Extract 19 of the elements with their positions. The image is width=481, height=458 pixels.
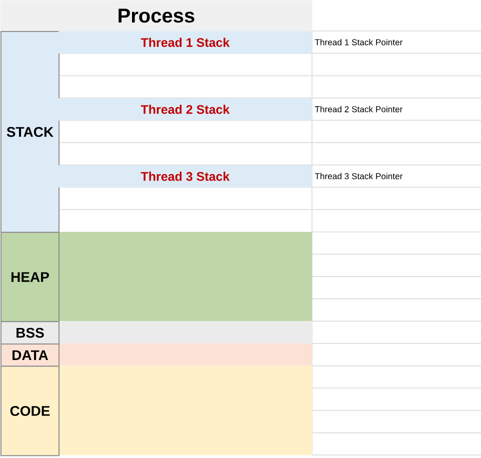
node-label: CODE [10, 406, 50, 416]
segment-band: HEAP [0, 232, 312, 322]
segment-label-cell: STACK [0, 31, 60, 233]
segment-band: BSS [0, 321, 312, 344]
thread-stack-band: Thread 2 Stack [58, 98, 312, 120]
node-label: DATA [12, 350, 48, 360]
node-label: HEAP [11, 272, 49, 282]
segment-band: CODE [0, 366, 312, 456]
title-band: Process [0, 0, 312, 32]
node-label: BSS [16, 328, 44, 338]
pointer-label: Thread 1 Stack Pointer [314, 39, 402, 46]
pointer-label: Thread 2 Stack Pointer [314, 106, 402, 112]
node-label: Thread 3 Stack [140, 172, 230, 181]
segment-band: DATA [0, 343, 312, 367]
node-label: Thread 1 Stack [140, 38, 230, 47]
thread-stack-band: Thread 3 Stack [58, 165, 312, 188]
thread-stack-band: Thread 1 Stack [58, 31, 312, 54]
pointer-label: Thread 3 Stack Pointer [314, 172, 402, 180]
node-label: Thread 2 Stack [140, 104, 230, 114]
